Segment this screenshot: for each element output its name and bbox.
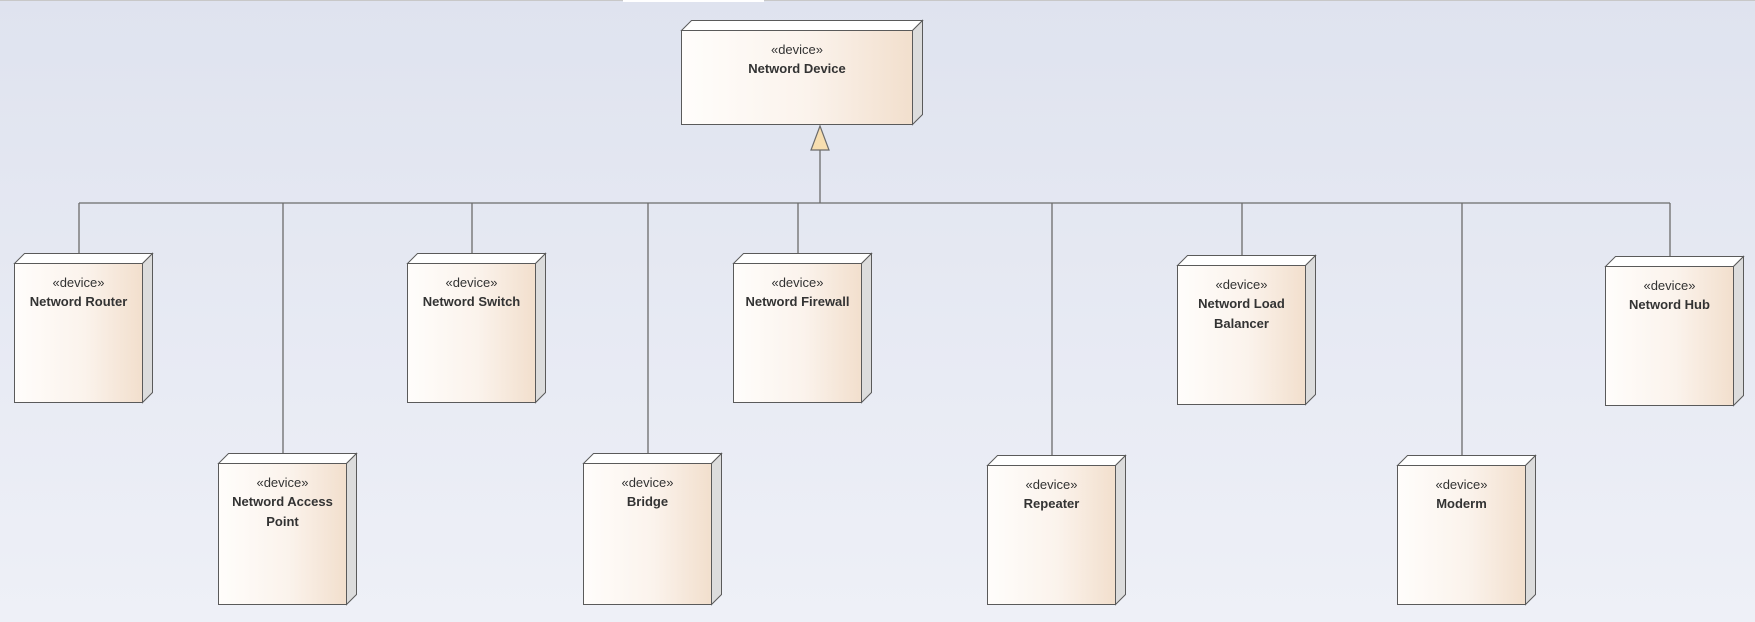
node-name: Netword Hub [1629, 297, 1710, 312]
node-name: Netword Router [29, 294, 128, 309]
node-3d-faces [406, 252, 547, 404]
node-front-face: «device» Moderm [1397, 465, 1526, 605]
node-stereotype: «device» [1435, 477, 1488, 492]
node-name: Netword Switch [422, 294, 521, 309]
node-load-balancer[interactable]: «device» Netword Load Balancer [1176, 254, 1317, 406]
node-front-face: «device» Netword Device [681, 30, 913, 125]
node-top-face [986, 455, 1127, 466]
node-top-face [1176, 255, 1317, 266]
node-front-face: «device» Netword Switch [407, 263, 536, 403]
node-repeater[interactable]: «device» Repeater [986, 454, 1127, 606]
node-top-face [582, 453, 723, 464]
node-stereotype: «device» [445, 275, 498, 290]
node-switch[interactable]: «device» Netword Switch [406, 252, 547, 404]
node-side-face [711, 452, 722, 606]
node-router[interactable]: «device» Netword Router [13, 252, 154, 404]
node-top-face [1604, 256, 1745, 267]
node-top-face [732, 253, 873, 264]
node-firewall[interactable]: «device» Netword Firewall [732, 252, 873, 404]
node-3d-faces [680, 19, 924, 126]
node-3d-faces [732, 252, 873, 404]
node-stereotype: «device» [256, 475, 309, 490]
node-stereotype: «device» [770, 42, 824, 57]
node-root[interactable]: «device» Netword Device [680, 19, 924, 126]
window-top-border [0, 0, 1755, 1]
node-stereotype: «device» [771, 275, 824, 290]
node-top-face [217, 453, 358, 464]
node-front-face: «device» Repeater [987, 465, 1116, 605]
node-front-face: «device» Netword Load Balancer [1177, 265, 1306, 405]
generalization-edges [78, 124, 1671, 465]
node-stereotype: «device» [1025, 477, 1078, 492]
node-top-face [680, 20, 924, 31]
node-name: Netword Device [748, 61, 846, 76]
node-side-face [1525, 454, 1536, 606]
node-front-face: «device» Netword Access Point [218, 463, 347, 605]
node-side-face [142, 252, 153, 404]
node-access-point[interactable]: «device» Netword Access Point [217, 452, 358, 606]
node-stereotype: «device» [1643, 278, 1696, 293]
node-3d-faces [986, 454, 1127, 606]
node-side-face [1115, 454, 1126, 606]
node-side-face [1733, 255, 1744, 407]
node-name: Netword Access Point [232, 494, 333, 529]
node-hub[interactable]: «device» Netword Hub [1604, 255, 1745, 407]
node-moderm[interactable]: «device» Moderm [1396, 454, 1537, 606]
node-front-face: «device» Bridge [583, 463, 712, 605]
generalization-arrowhead [810, 124, 830, 151]
node-name: Bridge [626, 494, 669, 509]
node-side-face [861, 252, 872, 404]
node-name: Netword Load Balancer [1198, 296, 1285, 331]
node-stereotype: «device» [1215, 277, 1268, 292]
node-front-face: «device» Netword Router [14, 263, 143, 403]
node-3d-faces [13, 252, 154, 404]
node-top-face [1396, 455, 1537, 466]
node-side-face [535, 252, 546, 404]
node-name: Netword Firewall [745, 294, 850, 309]
node-stereotype: «device» [621, 475, 674, 490]
node-top-face [406, 253, 547, 264]
node-side-face [912, 19, 923, 126]
node-bridge[interactable]: «device» Bridge [582, 452, 723, 606]
node-front-face: «device» Netword Firewall [733, 263, 862, 403]
node-name: Moderm [1436, 496, 1487, 511]
node-top-face [13, 253, 154, 264]
node-side-face [346, 452, 357, 606]
node-name: Repeater [1023, 496, 1080, 511]
node-stereotype: «device» [52, 275, 105, 290]
diagram-tab[interactable] [623, 0, 764, 2]
node-side-face [1305, 254, 1316, 406]
node-front-face: «device» Netword Hub [1605, 266, 1734, 406]
